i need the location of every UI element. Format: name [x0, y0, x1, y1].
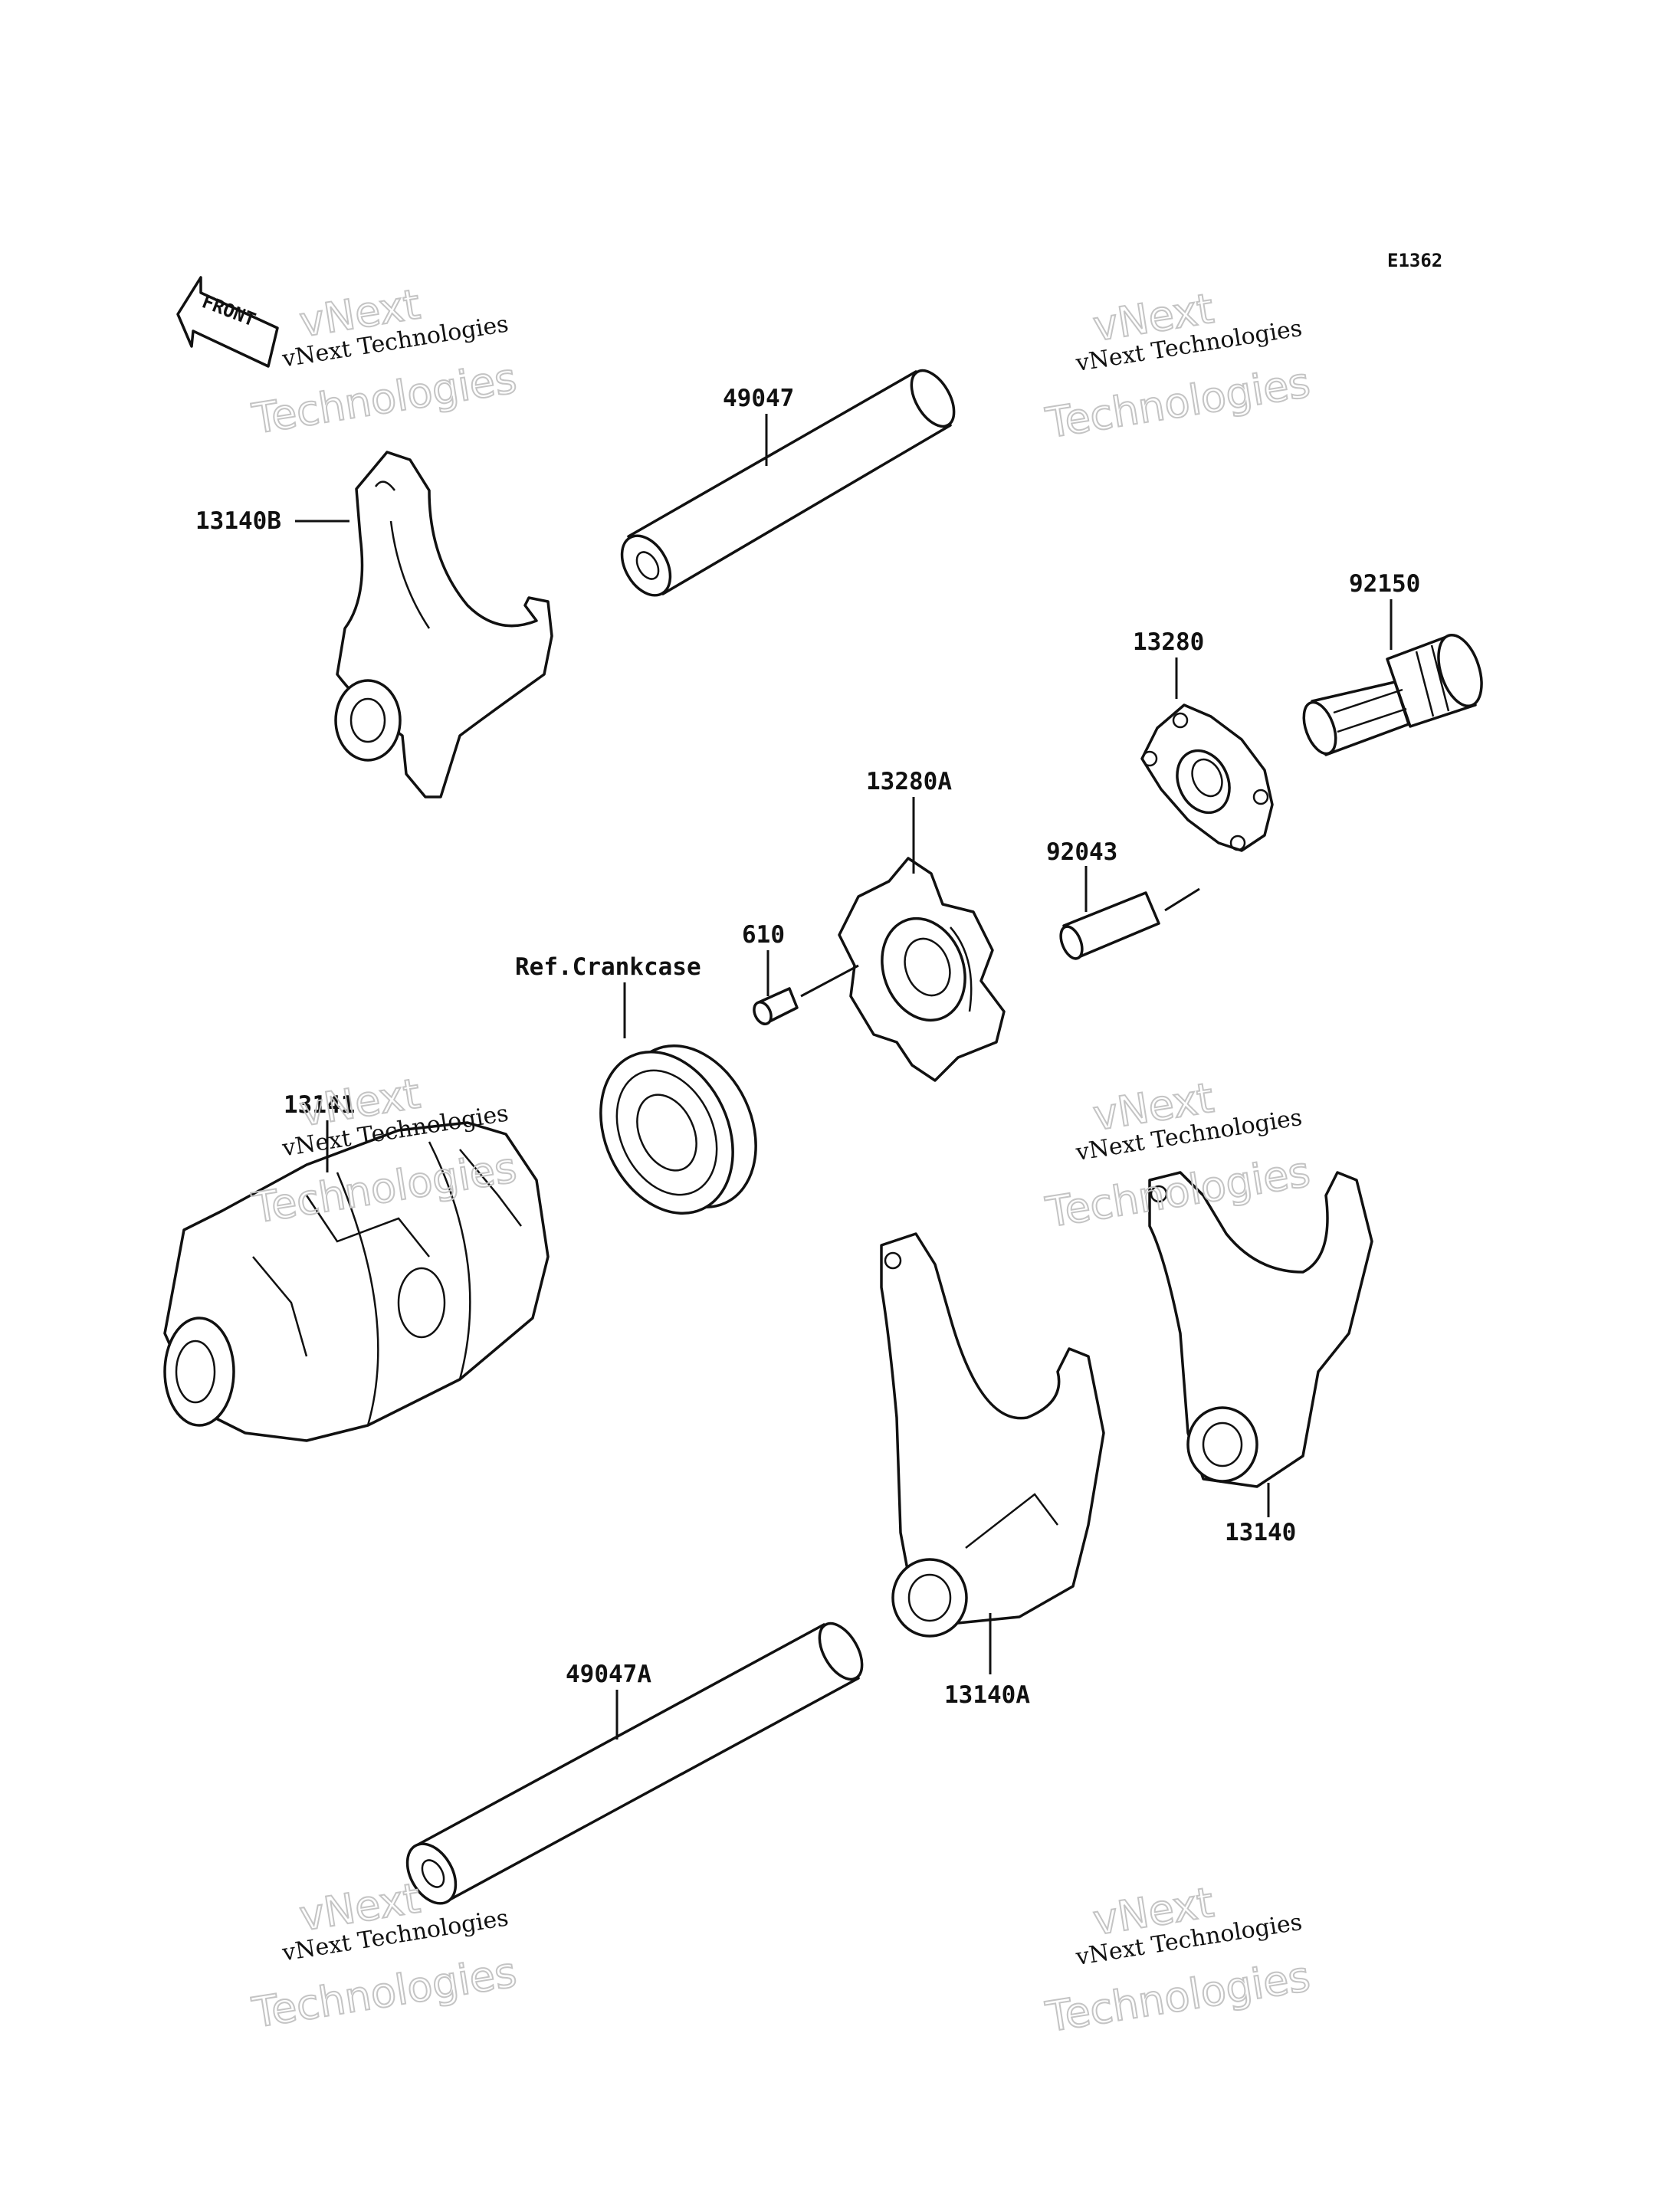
pin-610[interactable]: [751, 987, 799, 1027]
label-ref-crankcase: Ref.Crankcase: [515, 953, 701, 981]
plate-13280[interactable]: [1140, 703, 1274, 852]
label-49047A: 49047A: [566, 1661, 651, 1688]
label-92043: 92043: [1046, 838, 1117, 866]
label-13280A: 13280A: [866, 768, 952, 795]
label-610: 610: [742, 921, 785, 949]
watermark-top-right: vNext Technologies vNext Technologies: [1042, 284, 1314, 448]
label-13140: 13140: [1225, 1519, 1296, 1546]
fork-13140B[interactable]: [334, 451, 553, 798]
fork-13140[interactable]: [1148, 1171, 1373, 1488]
fork-13140A[interactable]: [880, 1232, 1105, 1638]
shaft-49047[interactable]: [612, 363, 963, 604]
watermark-bottom-right: vNext Technologies vNext Technologies: [1042, 1877, 1314, 2042]
label-13140A: 13140A: [944, 1681, 1030, 1709]
shift-drum-13141[interactable]: [163, 1121, 550, 1442]
bolt-92150[interactable]: [1298, 630, 1489, 758]
watermark-top-left: vNext Technologies vNext Technologies: [248, 279, 520, 444]
shaft-49047A[interactable]: [398, 1616, 871, 1912]
watermark-bottom-left: vNext Technologies vNext Technologies: [248, 1873, 520, 2038]
label-13141: 13141: [284, 1091, 355, 1119]
diagram-code: E1362: [1387, 250, 1442, 271]
label-92150: 92150: [1349, 570, 1420, 598]
front-arrow-icon: FRONT: [176, 276, 279, 368]
pin-92043[interactable]: [1057, 891, 1160, 962]
watermark-middle-right: vNext Technologies vNext Technologies: [1042, 1073, 1314, 1238]
label-13280: 13280: [1133, 628, 1204, 656]
bearing-ref-crankcase[interactable]: [576, 1024, 781, 1235]
label-49047: 49047: [723, 385, 794, 412]
label-13140B: 13140B: [195, 507, 281, 535]
star-plate-13280A[interactable]: [838, 857, 1006, 1082]
